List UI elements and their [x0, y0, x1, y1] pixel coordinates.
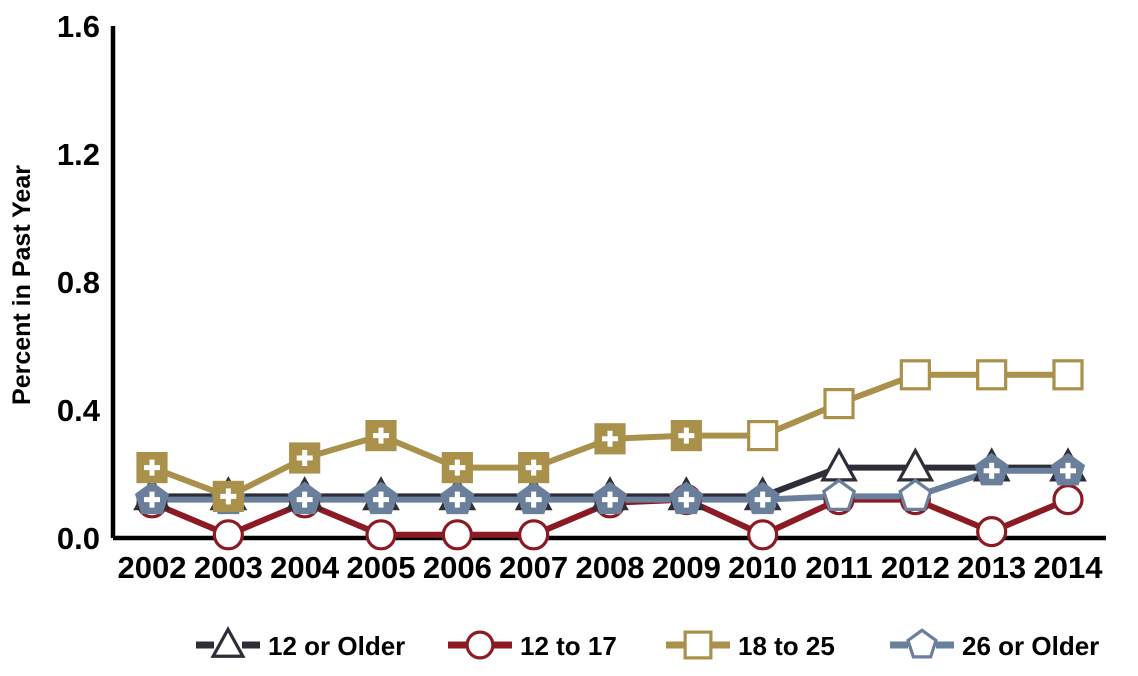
plus-glyph	[373, 427, 389, 444]
x-tick-label: 2002	[118, 550, 187, 585]
x-tick-label: 2012	[881, 550, 950, 585]
x-tick-label: 2006	[423, 550, 492, 585]
plus-glyph	[602, 491, 618, 508]
legend-label: 12 or Older	[268, 631, 405, 661]
plus-glyph	[602, 430, 618, 447]
plus-glyph	[373, 491, 389, 508]
circle-marker-2007	[518, 519, 550, 551]
x-tick-label: 2014	[1034, 550, 1104, 585]
y-tick-label: 0.0	[57, 521, 100, 556]
legend-item-12-or-older[interactable]: 12 or Older	[196, 626, 405, 661]
y-axis-title: Percent in Past Year	[8, 165, 36, 405]
chart-legend: 12 or Older 12 to 17 18 to 25 26 or Older	[196, 626, 1099, 661]
plus-glyph	[678, 491, 695, 508]
x-tick-label: 2008	[576, 550, 645, 585]
x-tick-label: 2011	[805, 550, 872, 585]
plus-glyph	[144, 459, 160, 476]
pentagon-marker-2012	[898, 478, 933, 511]
plus-glyph	[525, 491, 542, 508]
x-tick-label: 2003	[194, 550, 263, 585]
legend-item-26-or-older[interactable]: 26 or Older	[890, 628, 1099, 661]
square-marker-2013	[976, 359, 1008, 391]
pentagon-marker-2011	[821, 478, 857, 511]
x-tick-label: 2009	[652, 550, 721, 585]
y-tick-label: 1.6	[57, 9, 100, 44]
circle-marker-2010	[747, 519, 779, 551]
pentagon-icon	[906, 628, 938, 659]
x-tick-label: 2007	[499, 550, 568, 585]
plus-glyph	[754, 491, 771, 508]
series-layer	[133, 359, 1087, 551]
y-tick-label: 0.8	[57, 265, 100, 300]
x-tick-label: 2013	[957, 550, 1026, 585]
legend-label: 26 or Older	[962, 631, 1099, 661]
square-marker-2014	[1052, 359, 1084, 391]
circle-icon	[465, 630, 495, 660]
plus-glyph	[678, 427, 695, 444]
x-tick-label: 2004	[270, 550, 340, 585]
square-marker-2012	[899, 359, 931, 391]
plus-glyph	[144, 491, 160, 508]
plus-glyph	[449, 459, 466, 476]
circle-marker-2014	[1052, 484, 1084, 516]
plus-glyph	[449, 491, 466, 508]
legend-item-12-to-17[interactable]: 12 to 17	[448, 630, 617, 661]
triangle-icon	[210, 626, 246, 658]
y-tick-label: 1.2	[57, 137, 100, 172]
square-marker-2011	[823, 388, 855, 420]
legend-item-18-to-25[interactable]: 18 to 25	[666, 630, 835, 661]
circle-marker-2003	[212, 519, 244, 551]
square-marker-2008	[594, 423, 626, 455]
circle-marker-2013	[976, 515, 1008, 548]
circle-marker-2005	[365, 519, 397, 551]
plus-glyph	[1060, 462, 1076, 479]
square-icon	[683, 630, 713, 660]
legend-label: 18 to 25	[738, 631, 835, 661]
legend-label: 12 to 17	[520, 631, 617, 661]
plus-glyph	[220, 488, 237, 505]
y-axis-tick-labels: 0.0 0.4 0.8 1.2 1.6	[57, 9, 101, 556]
x-tick-label: 2010	[728, 550, 797, 585]
y-tick-label: 0.4	[57, 393, 101, 428]
square-marker-2010	[747, 420, 779, 452]
plus-glyph	[296, 450, 313, 466]
plus-glyph	[296, 491, 313, 508]
plus-glyph	[983, 462, 1000, 479]
circle-marker-2006	[441, 519, 473, 551]
x-tick-label: 2005	[347, 550, 416, 585]
plus-glyph	[525, 459, 542, 476]
